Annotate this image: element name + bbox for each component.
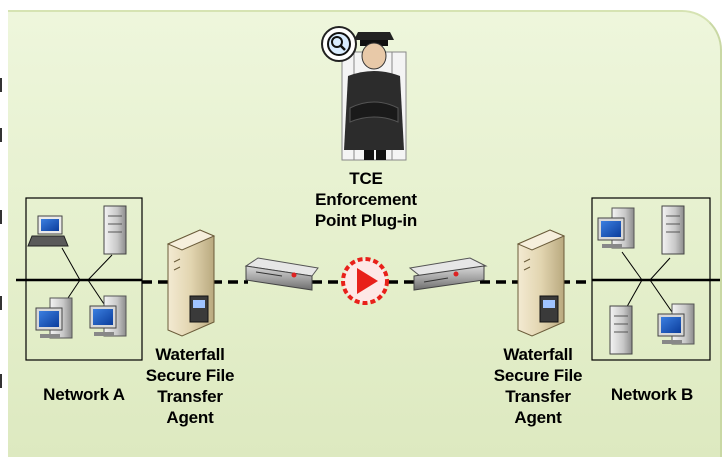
appliance-icon [408,257,488,291]
agent-left-line1: Waterfall [155,345,225,364]
agent-right-label: Waterfall Secure File Transfer Agent [486,344,590,428]
agent-right-line4: Agent [514,408,562,427]
laptop-icon [27,215,69,247]
agent-left-line2: Secure File [145,366,235,385]
agent-right-line2: Secure File [493,366,583,385]
flow-direction-marker [341,257,389,305]
magnifier-icon [321,26,357,62]
agent-left-label: Waterfall Secure File Transfer Agent [138,344,242,428]
tce-label-line3: Point Plug-in [314,211,418,230]
server-icon [609,305,633,355]
tce-label: TCE Enforcement Point Plug-in [312,168,420,231]
agent-left-line3: Transfer [157,387,223,406]
appliance-icon [244,257,319,291]
agent-right-line1: Waterfall [503,345,573,364]
tce-label-line1: TCE [349,169,383,188]
guard-icon [341,32,407,161]
agent-right-line3: Transfer [505,387,571,406]
agent-server-icon [166,229,216,337]
agent-server-icon [516,229,566,337]
agent-left-line4: Agent [166,408,214,427]
workstation-icon [597,207,635,249]
workstation-icon [35,297,73,339]
network-a-label: Network A [43,385,125,404]
workstation-icon [657,303,695,345]
server-icon [103,205,127,255]
workstation-icon [89,295,127,337]
edge-marks [0,78,2,388]
network-b-label: Network B [610,385,694,404]
network-b-links [621,251,673,313]
tce-label-line2: Enforcement [315,190,417,209]
server-icon [661,205,685,255]
